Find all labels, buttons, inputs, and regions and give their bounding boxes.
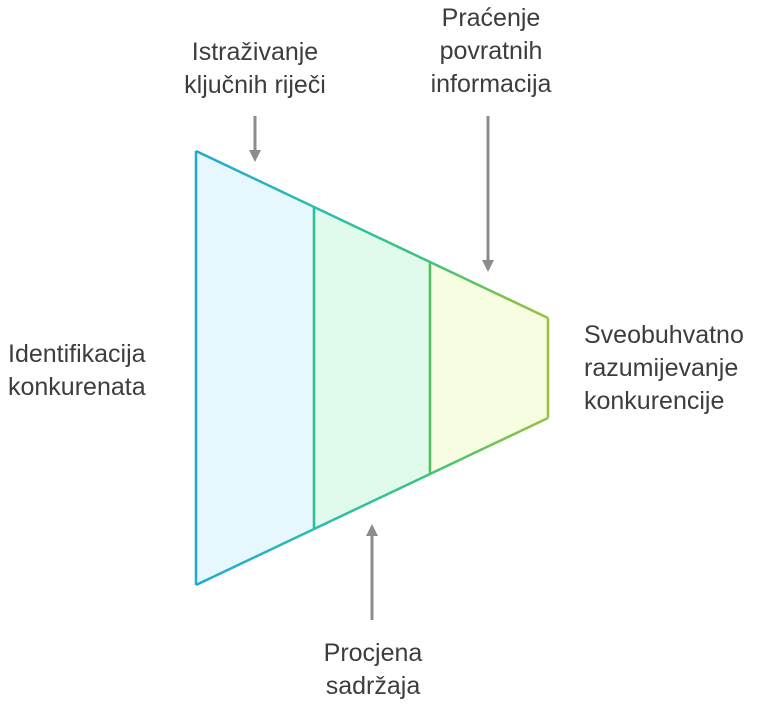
funnel-segment-2: [314, 207, 430, 528]
label-line: konkurencije: [584, 387, 725, 415]
funnel-top-edge: [195, 149, 549, 320]
funnel-segment-3: [430, 263, 548, 473]
label-comprehensive-understanding: Sveobuhvatno razumijevanje konkurencije: [584, 319, 764, 418]
label-line: sadržaja: [325, 672, 421, 700]
label-content-assessment: Procjena sadržaja: [288, 637, 458, 703]
label-line: Istraživanje: [191, 38, 319, 66]
label-line: povratnih: [439, 37, 543, 65]
funnel-segment-1: [196, 151, 314, 585]
label-competitor-identification: Identifikacija konkurenata: [8, 338, 188, 404]
label-line: konkurenata: [8, 373, 146, 401]
label-line: Identifikacija: [8, 340, 146, 368]
label-feedback-tracking: Praćenje povratnih informacija: [406, 2, 576, 101]
label-line: Praćenje: [441, 4, 541, 32]
label-keyword-research: Istraživanje ključnih riječi: [170, 36, 340, 102]
label-line: Procjena: [323, 639, 423, 667]
label-line: informacija: [430, 70, 552, 98]
label-line: Sveobuhvatno: [584, 321, 744, 349]
funnel-bottom-edge: [195, 416, 549, 587]
label-line: razumijevanje: [584, 354, 739, 382]
label-line: ključnih riječi: [184, 71, 326, 99]
